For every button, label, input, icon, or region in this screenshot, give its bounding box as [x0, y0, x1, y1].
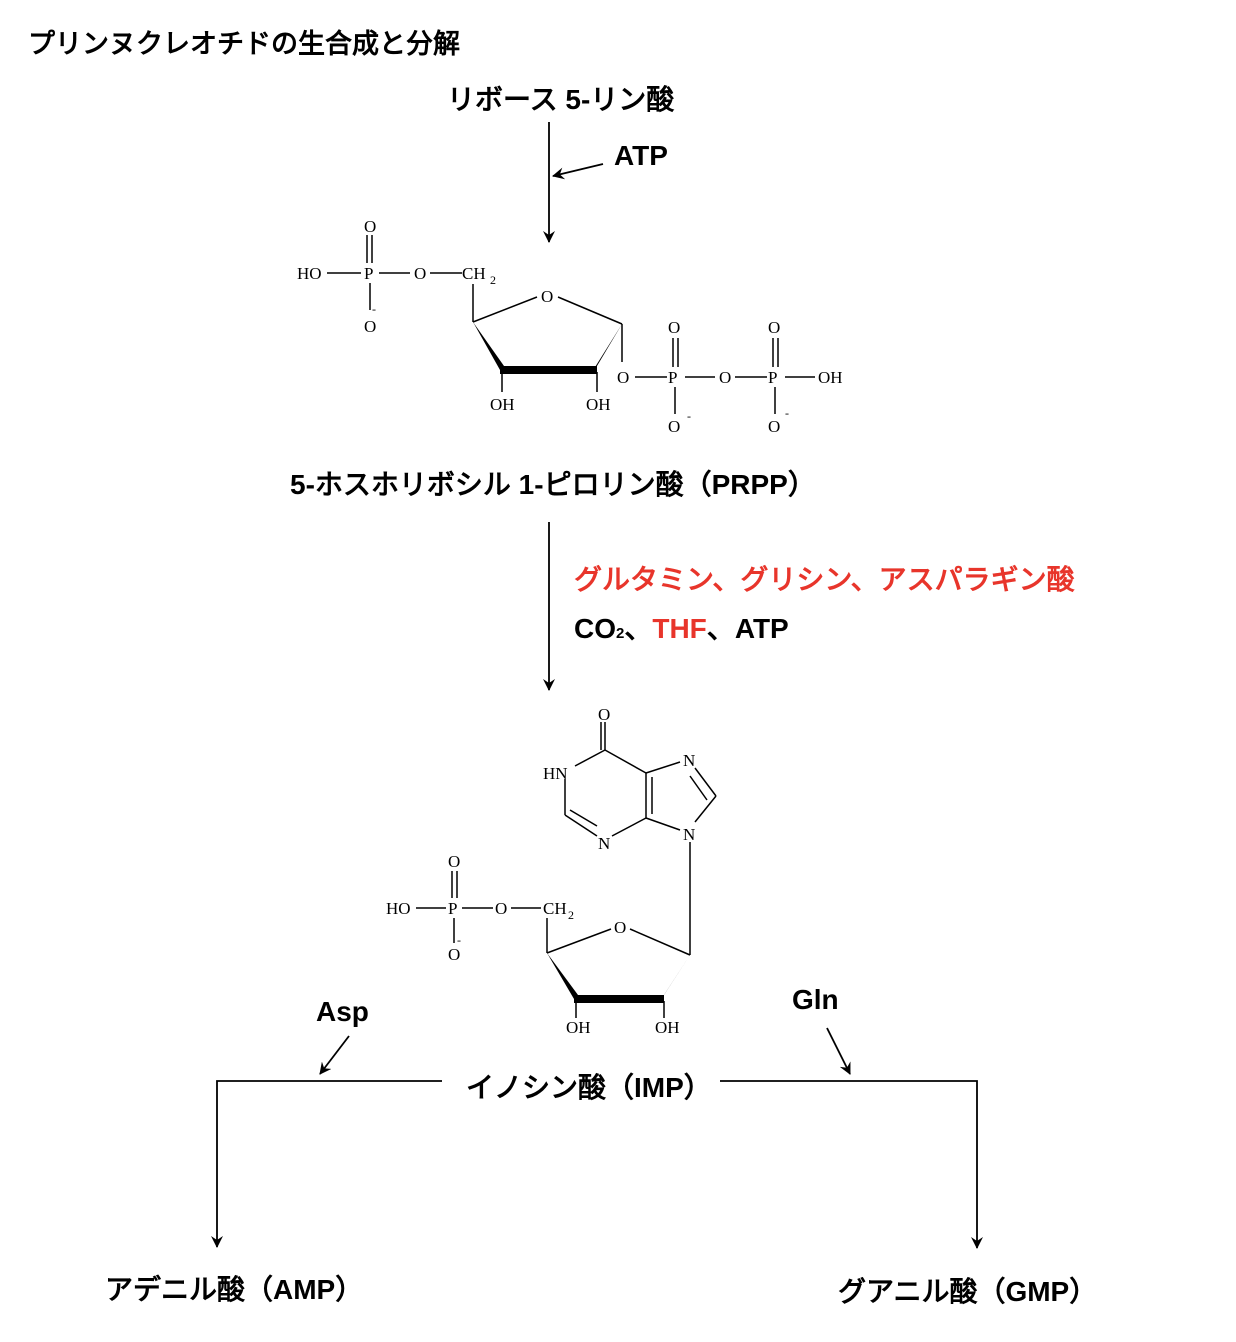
- reagent-thf: THF: [652, 613, 707, 644]
- reagent-line-2: CO2、THF、ATP: [574, 607, 789, 647]
- reagent-atp-step2: ATP: [734, 613, 789, 644]
- atom-o: O: [598, 705, 610, 724]
- reagent-amino-acids: グルタミン、グリシン、アスパラギン酸: [574, 564, 1075, 595]
- atom-o: O: [364, 317, 376, 336]
- atom-hn: HN: [543, 764, 568, 783]
- atom-n: N: [598, 834, 610, 853]
- atom-o: O: [448, 852, 460, 871]
- prpp-atom-labels: HO P O O - O CH 2 O OH OH O P O O - O P …: [297, 217, 843, 436]
- imp-atom-labels: O HN N N N HO P O O - O CH 2 O OH OH: [386, 705, 695, 1037]
- atom-o: O: [668, 417, 680, 436]
- separator: 、: [624, 613, 653, 644]
- charge-minus: -: [457, 933, 461, 947]
- reagent-gln: Gln: [792, 984, 839, 1015]
- atom-oh: OH: [490, 395, 515, 414]
- arrow-gln-input: [826, 1027, 851, 1075]
- atom-p: P: [364, 264, 373, 283]
- charge-minus: -: [785, 406, 789, 420]
- atom-sub2: 2: [490, 273, 496, 287]
- atom-p: P: [448, 899, 457, 918]
- node-imp: イノシン酸（IMP）: [466, 1072, 712, 1103]
- reagent-co2-subscript: 2: [616, 625, 625, 642]
- arrow-atp-input: [552, 163, 604, 180]
- diagram-title: プリンヌクレオチドの生合成と分解: [28, 29, 460, 59]
- atom-ho: HO: [297, 264, 322, 283]
- atom-oh: OH: [818, 368, 843, 387]
- atom-ring-o: O: [614, 918, 626, 937]
- atom-ho: HO: [386, 899, 411, 918]
- arrow-imp-to-gmp: [720, 1080, 983, 1249]
- arrow-imp-to-amp: [211, 1080, 442, 1248]
- charge-minus: -: [687, 409, 691, 423]
- atom-n: N: [683, 825, 695, 844]
- atom-o: O: [768, 417, 780, 436]
- node-ribose-5-phosphate: リボース 5-リン酸: [447, 84, 675, 115]
- atom-sub2: 2: [568, 908, 574, 922]
- reagent-co2-text: CO: [574, 613, 616, 644]
- imp-structure: [416, 722, 717, 1018]
- atom-n: N: [683, 751, 695, 770]
- atom-o: O: [364, 217, 376, 236]
- atom-p: P: [668, 368, 677, 387]
- atom-o: O: [495, 899, 507, 918]
- node-prpp: 5-ホスホリボシル 1-ピロリン酸（PRPP）: [290, 469, 816, 500]
- atom-o: O: [719, 368, 731, 387]
- atom-o: O: [448, 945, 460, 964]
- atom-o: O: [668, 318, 680, 337]
- atom-ch2: CH: [462, 264, 486, 283]
- node-amp: アデニル酸（AMP）: [105, 1274, 364, 1305]
- reagent-co2: CO2: [574, 613, 624, 644]
- atom-oh: OH: [586, 395, 611, 414]
- atom-oh: OH: [655, 1018, 680, 1037]
- prpp-structure: [327, 235, 815, 414]
- reagent-asp: Asp: [316, 996, 369, 1027]
- arrow-asp-input: [319, 1035, 350, 1075]
- atom-ring-o: O: [541, 287, 553, 306]
- atom-ch2: CH: [543, 899, 567, 918]
- atom-o: O: [414, 264, 426, 283]
- atom-p: P: [768, 368, 777, 387]
- separator: 、: [706, 613, 735, 644]
- atom-o: O: [768, 318, 780, 337]
- charge-minus: -: [372, 302, 376, 316]
- reagent-atp-step1: ATP: [614, 140, 668, 171]
- atom-o: O: [617, 368, 629, 387]
- node-gmp: グアニル酸（GMP）: [838, 1276, 1098, 1307]
- atom-oh: OH: [566, 1018, 591, 1037]
